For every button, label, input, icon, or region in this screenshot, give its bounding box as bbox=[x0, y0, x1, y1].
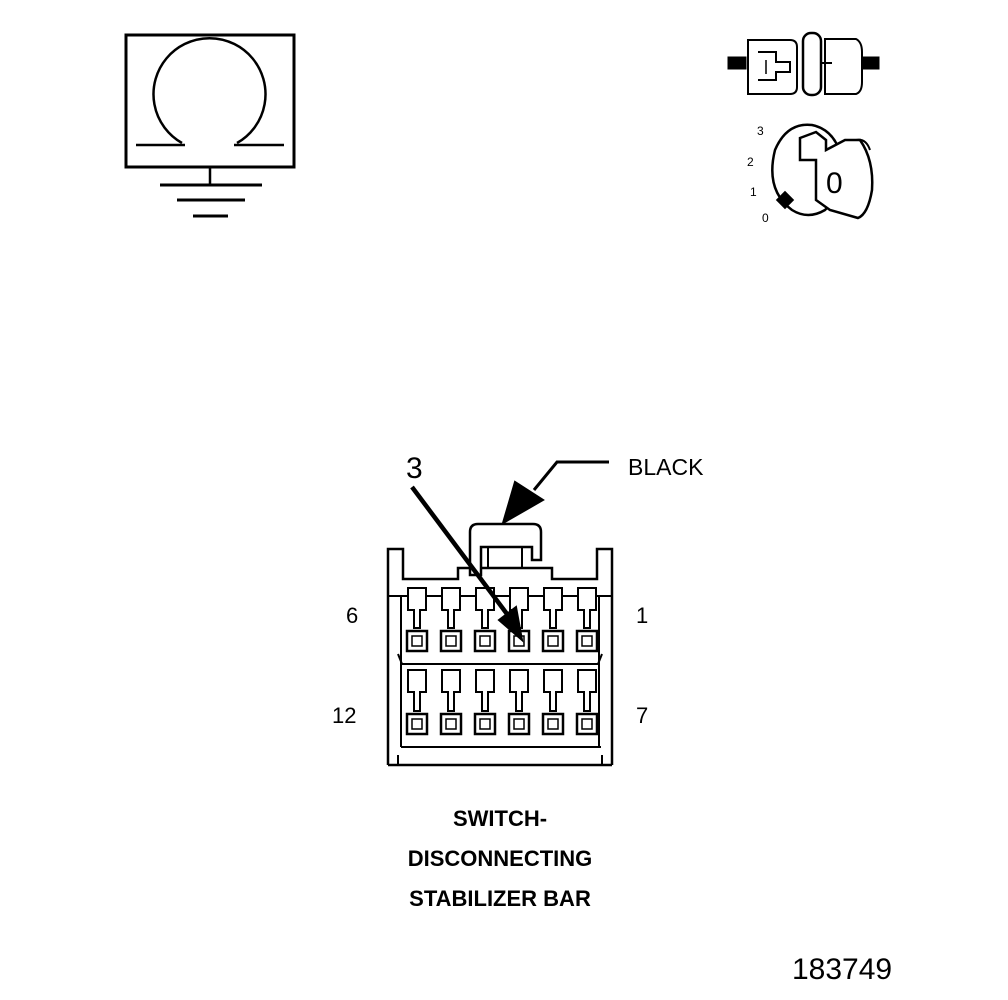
pin-label-bottom-right: 7 bbox=[636, 703, 649, 728]
key-position-1: 1 bbox=[750, 185, 757, 199]
key-value-label: 0 bbox=[826, 167, 843, 200]
terminal-cavity-11 bbox=[439, 669, 463, 736]
terminal-cavity-7 bbox=[575, 669, 599, 736]
terminal-cavity-12 bbox=[405, 669, 429, 736]
pin-label-top-right: 1 bbox=[636, 603, 649, 628]
terminal-cavity-1 bbox=[575, 587, 599, 653]
callout-pin-number: 3 bbox=[406, 452, 423, 485]
terminal-cavity-9 bbox=[507, 669, 531, 736]
disconnected-connector-icon bbox=[727, 31, 880, 97]
connector-title-line-3: STABILIZER BAR bbox=[409, 886, 591, 911]
key-position-3: 3 bbox=[757, 124, 764, 138]
ignition-key-off-icon bbox=[771, 123, 874, 220]
terminal-cavity-6 bbox=[405, 587, 429, 653]
terminal-cavity-2 bbox=[541, 587, 565, 653]
wire-color-label: BLACK bbox=[628, 454, 704, 480]
terminal-cavity-8 bbox=[541, 669, 565, 736]
wire-color-leader bbox=[501, 460, 609, 526]
pin-callout-arrow bbox=[410, 485, 524, 643]
ohmmeter-ground-icon bbox=[124, 33, 296, 218]
connector-title-line-2: DISCONNECTING bbox=[407, 846, 593, 871]
terminal-cavity-4 bbox=[473, 587, 497, 653]
key-position-0: 0 bbox=[762, 211, 769, 225]
pin-label-bottom-left: 12 bbox=[332, 703, 357, 728]
connector-latch bbox=[468, 522, 543, 577]
terminal-cavity-5 bbox=[439, 587, 463, 653]
figure-id: 183749 bbox=[792, 953, 893, 986]
terminal-cavities bbox=[405, 587, 599, 736]
pin-label-top-left: 6 bbox=[346, 603, 359, 628]
key-position-2: 2 bbox=[747, 155, 754, 169]
connector-title-line-1: SWITCH- bbox=[452, 806, 548, 831]
terminal-cavity-10 bbox=[473, 669, 497, 736]
